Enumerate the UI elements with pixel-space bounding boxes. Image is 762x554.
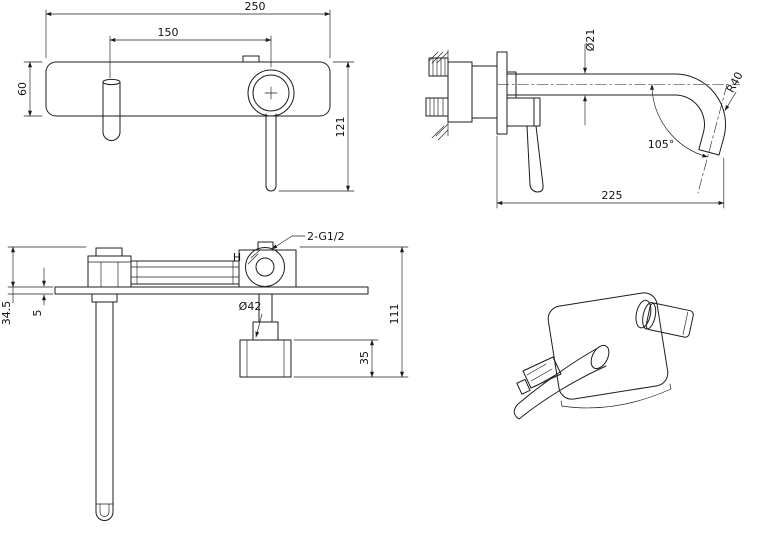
handle-hub [252, 74, 290, 112]
dimension-center-distance: 150 [109, 26, 272, 79]
dim-spout-diameter-label: Ø21 [584, 29, 597, 52]
trim-diameter-label: Ø42 [239, 300, 262, 313]
callout-trim-diameter: Ø42 [239, 300, 263, 338]
iso-spout-root [590, 344, 610, 370]
dim-center-distance-label: 150 [158, 26, 179, 39]
dim-handle-projection-label: 111 [388, 304, 401, 325]
handle-lever-tip [265, 185, 277, 192]
wall-section-hatch [428, 49, 449, 141]
callout-thread: 2-G1/2 [271, 230, 345, 250]
spout-base-plan [91, 293, 118, 303]
cartridge-circle [245, 247, 285, 287]
dimension-handle-drop: 121 [278, 61, 355, 192]
dimension-plate-height: 60 [16, 61, 43, 117]
spout-tip [102, 131, 121, 141]
dimension-handle-body-length: 35 [293, 339, 379, 378]
handle-cylinder-plan [239, 339, 292, 378]
bridge-bar-plan [130, 260, 240, 285]
handle-neck-plan [252, 321, 279, 341]
spout-front [102, 78, 121, 141]
iso-wall-plate [547, 292, 669, 400]
iso-plate-thickness [561, 388, 672, 409]
hot-mark-label: H [233, 251, 241, 264]
iso-handle [635, 299, 694, 338]
dim-body-depth-label: 34.5 [0, 301, 13, 326]
cartridge-tab [242, 55, 260, 63]
iso-handle-base [635, 299, 652, 329]
dimension-overall-width: 250 [45, 0, 331, 59]
handle-plan [239, 293, 292, 378]
iso-bracket-plate [522, 356, 562, 389]
valve-body-side [447, 51, 544, 193]
handle-base-side [506, 97, 541, 127]
spout-root [102, 78, 121, 86]
dim-spout-reach-label: 225 [602, 189, 623, 202]
thread-callout-label: 2-G1/2 [307, 230, 345, 243]
dimension-handle-projection: 111 [293, 246, 409, 378]
dim-overall-width-label: 250 [245, 0, 266, 13]
wall-plate-front [45, 55, 331, 117]
spout-tip-plan [95, 511, 114, 521]
iso-bracket-tab [516, 378, 531, 395]
side-view: Ø21 R40 105° 225 [425, 29, 746, 209]
isometric-view [513, 292, 694, 420]
dim-plate-thickness-label: 5 [31, 310, 44, 317]
spout-coupler [506, 71, 517, 99]
dim-outlet-angle-label: 105° [648, 138, 675, 151]
valve-block-plan [238, 249, 297, 288]
inlet-connectors [425, 57, 449, 117]
dimension-body-depth: 34.5 [0, 246, 87, 326]
front-view: 250 150 60 121 [16, 0, 355, 192]
plan-view: 2-G1/2 H Ø42 34.5 5 [0, 230, 409, 521]
dim-plate-height-label: 60 [16, 82, 29, 96]
dimension-plate-thickness: 5 [7, 267, 54, 317]
dimension-spout-diameter: Ø21 [583, 29, 597, 126]
escutcheon-flange [496, 51, 508, 135]
iso-spout-tube [513, 348, 607, 420]
dim-handle-drop-label: 121 [334, 117, 347, 138]
dimension-outlet-angle: 105° [648, 84, 708, 158]
handle-front [247, 69, 295, 192]
spout-plan [91, 293, 118, 521]
iso-handle-cylinder [645, 302, 694, 338]
dimension-spout-reach: 225 [496, 135, 725, 209]
handle-lever-side [526, 125, 544, 193]
iso-mounting-bracket [516, 356, 562, 395]
dimension-bend-radius: R40 [724, 70, 746, 111]
wall-plate-edge [54, 286, 369, 295]
dim-bend-radius-label: R40 [724, 70, 746, 95]
wall-plate-outline [45, 61, 331, 117]
dim-handle-body-label: 35 [358, 351, 371, 365]
inwall-body-plan [87, 241, 297, 288]
inlet-lower [425, 97, 449, 117]
spout-union-plan [87, 255, 132, 288]
iso-spout [513, 344, 610, 420]
handle-trim-ring [247, 69, 295, 117]
